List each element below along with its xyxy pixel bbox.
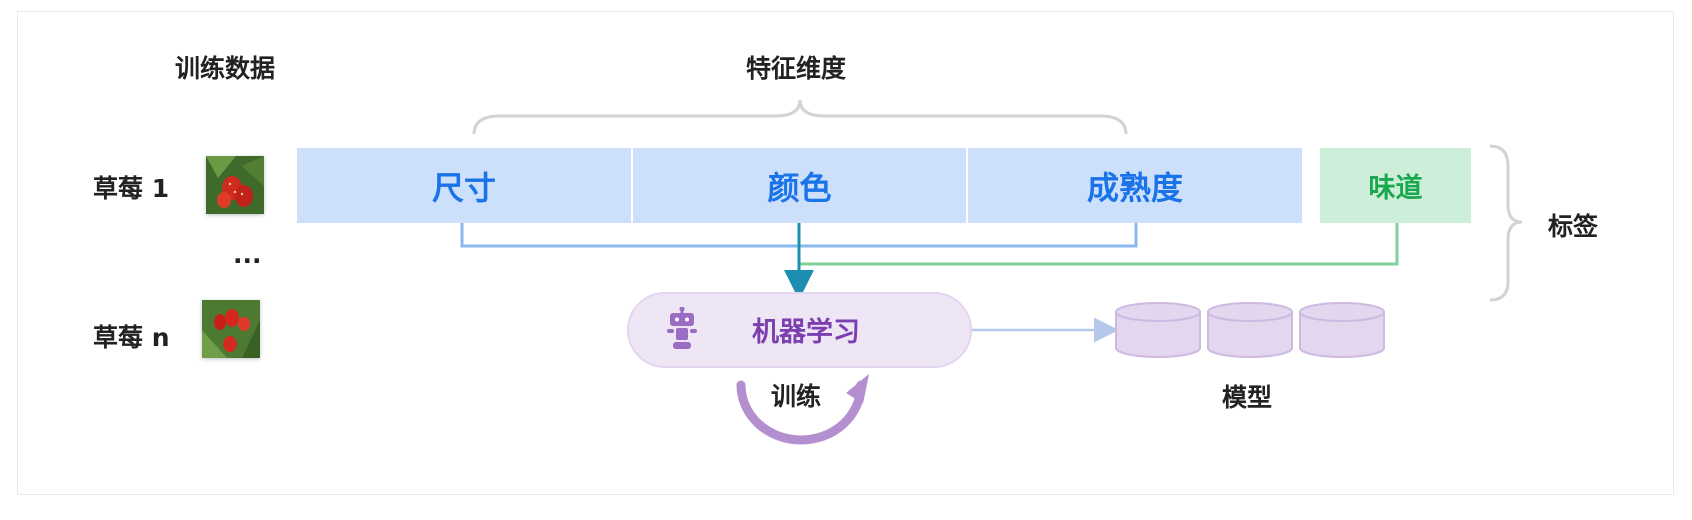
feature-dimensions-heading: 特征维度 bbox=[746, 54, 847, 83]
target-label-cell: 味道 bbox=[1320, 148, 1471, 223]
training-data-heading: 训练数据 bbox=[175, 54, 276, 83]
strawberry-image-n bbox=[202, 300, 260, 358]
label-heading: 标签 bbox=[1548, 212, 1599, 241]
train-cycle-arrow bbox=[736, 380, 866, 445]
row-label-first: 草莓 1 bbox=[93, 174, 170, 203]
label-line bbox=[799, 223, 1399, 266]
train-arrow-head bbox=[846, 373, 870, 404]
strawberry-image-1 bbox=[206, 156, 264, 214]
label-brace bbox=[1489, 144, 1523, 302]
feature-cell-ripeness: 成熟度 bbox=[968, 148, 1302, 223]
feature-cell-color: 颜色 bbox=[633, 148, 966, 223]
diagram-frame bbox=[17, 11, 1674, 495]
machine-learning-label: 机器学习 bbox=[752, 317, 860, 348]
row-ellipsis: ... bbox=[233, 240, 262, 269]
row-label-last: 草莓 n bbox=[93, 323, 170, 352]
training-label: 训练 bbox=[771, 382, 822, 411]
feature-brace bbox=[472, 99, 1128, 135]
model-heading: 模型 bbox=[1222, 383, 1273, 412]
feature-cell-size: 尺寸 bbox=[297, 148, 631, 223]
model-cylinders bbox=[1115, 302, 1385, 358]
robot-icon bbox=[667, 307, 697, 349]
